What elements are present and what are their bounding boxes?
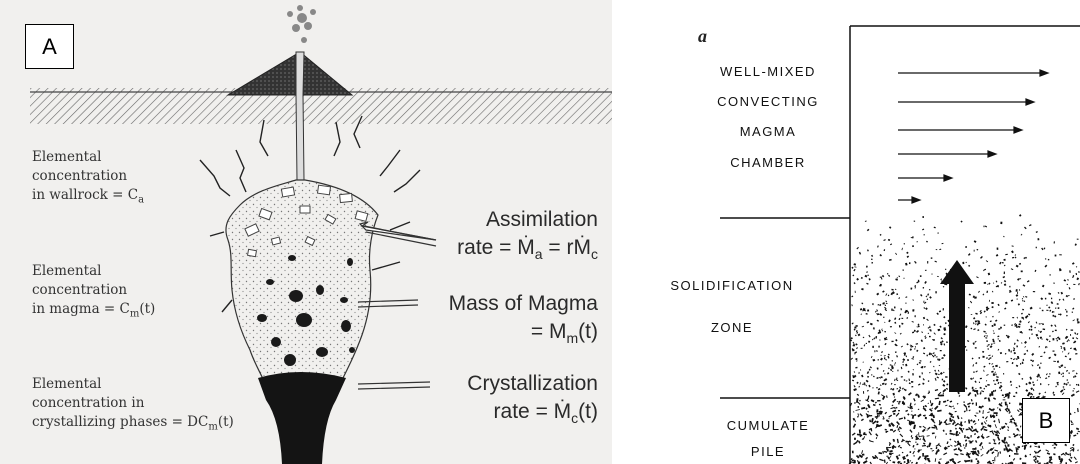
panel-a-badge: A <box>25 24 74 69</box>
zone-label: ZONE <box>702 320 762 335</box>
solidification-diagram <box>612 0 1080 464</box>
upward-arrow <box>940 260 974 392</box>
convection-arrows <box>898 70 1048 203</box>
cumulate-label: CUMULATE <box>718 418 818 433</box>
chamber-label-4: CHAMBER <box>708 155 828 170</box>
panel-a: A Elemental concentration in wallrock = … <box>0 0 612 464</box>
solidification-label: SOLIDIFICATION <box>666 278 798 293</box>
chamber-label-1: WELL-MIXED <box>708 64 828 79</box>
panel-b: a WELL-MIXED CONVECTING MAGMA CHAMBER SO… <box>612 0 1080 464</box>
chamber-label-3: MAGMA <box>708 124 828 139</box>
crystallizing-concentration-label: Elemental concentration in crystallizing… <box>32 375 234 437</box>
mass-of-magma-label: Mass of Magma = Mm(t) <box>449 290 598 352</box>
assimilation-label: Assimilation rate = Ṁa = rṀc <box>457 206 598 268</box>
corner-letter: a <box>698 26 707 47</box>
chamber-label-2: CONVECTING <box>708 94 828 109</box>
eruption-plume <box>287 5 316 43</box>
pile-label: PILE <box>718 444 818 459</box>
panel-b-badge: B <box>1022 398 1070 443</box>
magma-concentration-label: Elemental concentration in magma = Cm(t) <box>32 262 155 324</box>
volcano-cone <box>228 52 352 95</box>
crystallization-label: Crystallization rate = Ṁc(t) <box>467 370 598 432</box>
cumulate-base <box>258 372 346 464</box>
volcanic-conduit <box>296 52 304 180</box>
wallrock-concentration-label: Elemental concentration in wallrock = Ca <box>32 148 144 210</box>
